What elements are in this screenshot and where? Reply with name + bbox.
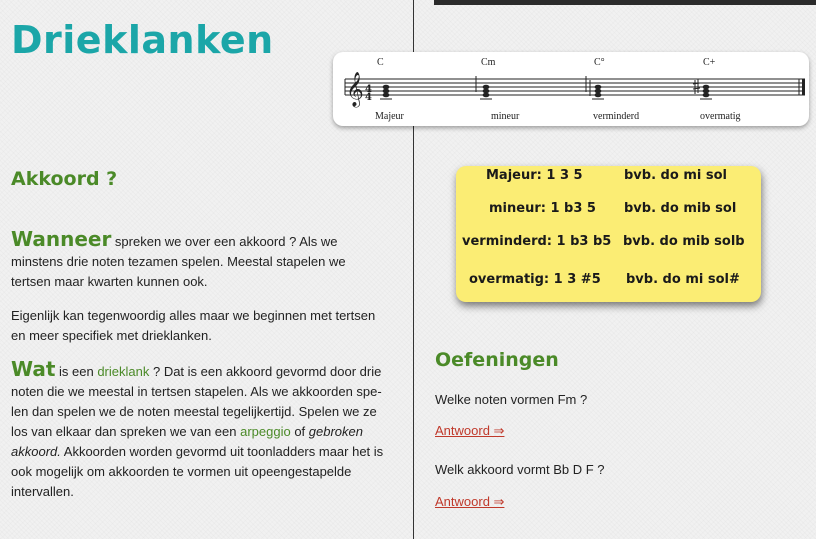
formula-label: mineur: 1 b3 5 bbox=[489, 201, 596, 216]
answer-link-1[interactable]: Antwoord ⇒ bbox=[435, 423, 505, 438]
formula-label: Majeur: 1 3 5 bbox=[486, 168, 583, 183]
chord-c-diminished bbox=[585, 76, 604, 100]
paragraph-wanneer-text: spreken we over een akkoord ? Als we min… bbox=[11, 234, 346, 289]
lead-word-wat: Wat bbox=[11, 357, 56, 381]
formula-label: verminderd: 1 b3 b5 bbox=[462, 234, 612, 249]
treble-clef-icon: 𝄞 bbox=[346, 72, 364, 108]
chord-c-minor bbox=[475, 76, 492, 100]
page-title: Drieklanken bbox=[11, 18, 274, 62]
staff-notation: 𝄞 4 4 bbox=[344, 72, 805, 108]
formula-example: bvb. do mib solb bbox=[623, 234, 745, 249]
column-divider bbox=[413, 0, 414, 539]
paragraph-eigenlijk: Eigenlijk kan tegenwoordig alles maar we… bbox=[11, 308, 376, 343]
lead-word-wanneer: Wanneer bbox=[11, 227, 112, 251]
formula-row-verminderd: verminderd: 1 b3 b5 bvb. do mib solb bbox=[456, 234, 761, 254]
exercise-question-1: Welke noten vormen Fm ? bbox=[435, 392, 588, 407]
chord-name-2: Cm bbox=[481, 57, 496, 68]
end-barline-thick bbox=[802, 79, 805, 95]
staff-card: 𝄞 4 4 bbox=[333, 52, 809, 126]
section-heading-oefeningen: Oefeningen bbox=[435, 349, 559, 371]
chord-quality-1: Majeur bbox=[375, 111, 404, 122]
staff-lines bbox=[345, 78, 805, 96]
svg-text:4: 4 bbox=[365, 92, 372, 103]
exercise-question-2: Welk akkoord vormt Bb D F ? bbox=[435, 462, 605, 477]
formula-row-mineur: mineur: 1 b3 5 bvb. do mib sol bbox=[456, 201, 761, 221]
chord-c-major bbox=[380, 84, 392, 100]
chord-c-augmented bbox=[692, 79, 712, 100]
chord-quality-3: verminderd bbox=[593, 111, 640, 122]
top-bar bbox=[434, 0, 816, 5]
chord-quality-4: overmatig bbox=[700, 111, 741, 122]
chord-formula-card: Majeur: 1 3 5 bvb. do mi sol mineur: 1 b… bbox=[456, 166, 761, 302]
term-gebroken-akkoord: gebroken akkoord. bbox=[11, 424, 363, 459]
chord-name-1: C bbox=[377, 57, 384, 68]
formula-example: bvb. do mi sol# bbox=[626, 272, 740, 287]
formula-example: bvb. do mi sol bbox=[624, 168, 727, 183]
formula-row-majeur: Majeur: 1 3 5 bvb. do mi sol bbox=[456, 168, 761, 188]
section-heading-akkoord: Akkoord ? bbox=[11, 168, 118, 190]
link-arpeggio[interactable]: arpeggio bbox=[240, 424, 291, 439]
chord-name-3: C° bbox=[594, 57, 605, 68]
time-signature: 4 bbox=[365, 84, 372, 95]
chord-name-4: C+ bbox=[703, 57, 716, 68]
formula-row-overmatig: overmatig: 1 3 #5 bvb. do mi sol# bbox=[456, 272, 761, 292]
paragraph-wanneer: Wanneer spreken we over een akkoord ? Al… bbox=[11, 229, 386, 292]
formula-example: bvb. do mib sol bbox=[624, 201, 737, 216]
chord-quality-2: mineur bbox=[491, 111, 520, 122]
formula-label: overmatig: 1 3 #5 bbox=[469, 272, 601, 287]
answer-link-2[interactable]: Antwoord ⇒ bbox=[435, 494, 505, 509]
link-drieklank[interactable]: drieklank bbox=[97, 364, 150, 379]
paragraph-wat: Wat is een drieklank ? Dat is een akkoor… bbox=[11, 357, 384, 499]
